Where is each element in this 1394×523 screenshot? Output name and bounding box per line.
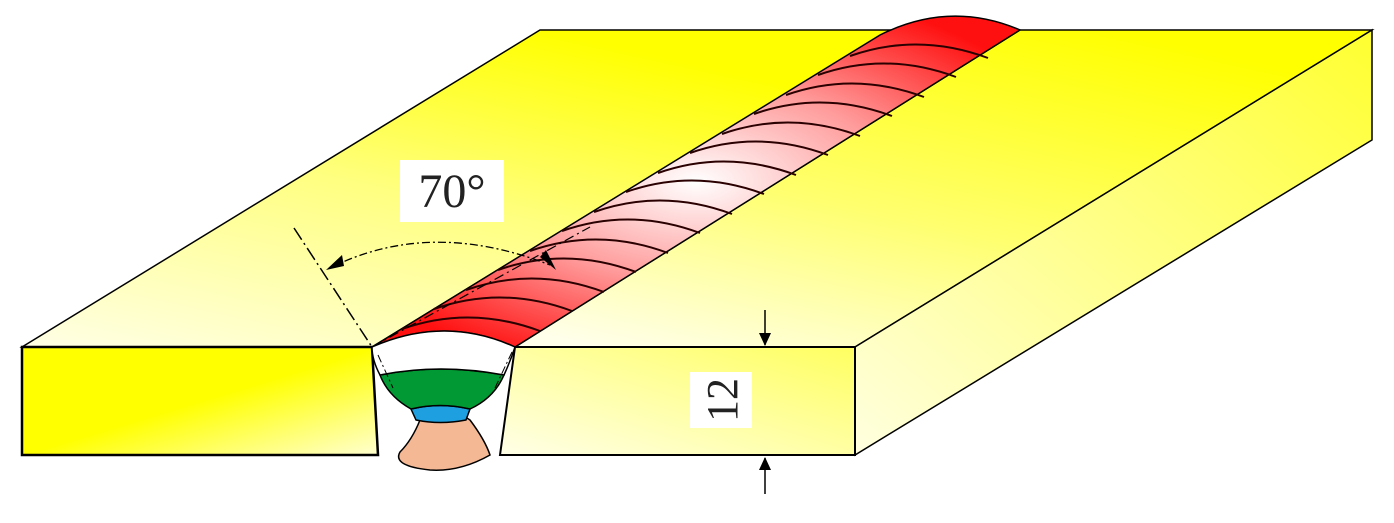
thickness-label: 12 bbox=[698, 378, 747, 422]
thickness-label-box bbox=[690, 372, 752, 428]
weld-cross-section bbox=[371, 330, 516, 471]
angle-label: 70° bbox=[418, 165, 485, 218]
weld-bead bbox=[371, 15, 1022, 348]
angle-dimension: 70° bbox=[293, 160, 591, 348]
left-plate-front-face bbox=[20, 345, 380, 457]
weld-fill-layer bbox=[378, 368, 506, 410]
right-plate-front-face bbox=[498, 346, 856, 456]
weld-hot-pass-layer bbox=[409, 404, 471, 424]
weld-cap-layer bbox=[371, 330, 516, 376]
angle-label-box bbox=[400, 160, 504, 222]
thickness-dimension: 12 bbox=[690, 310, 771, 494]
